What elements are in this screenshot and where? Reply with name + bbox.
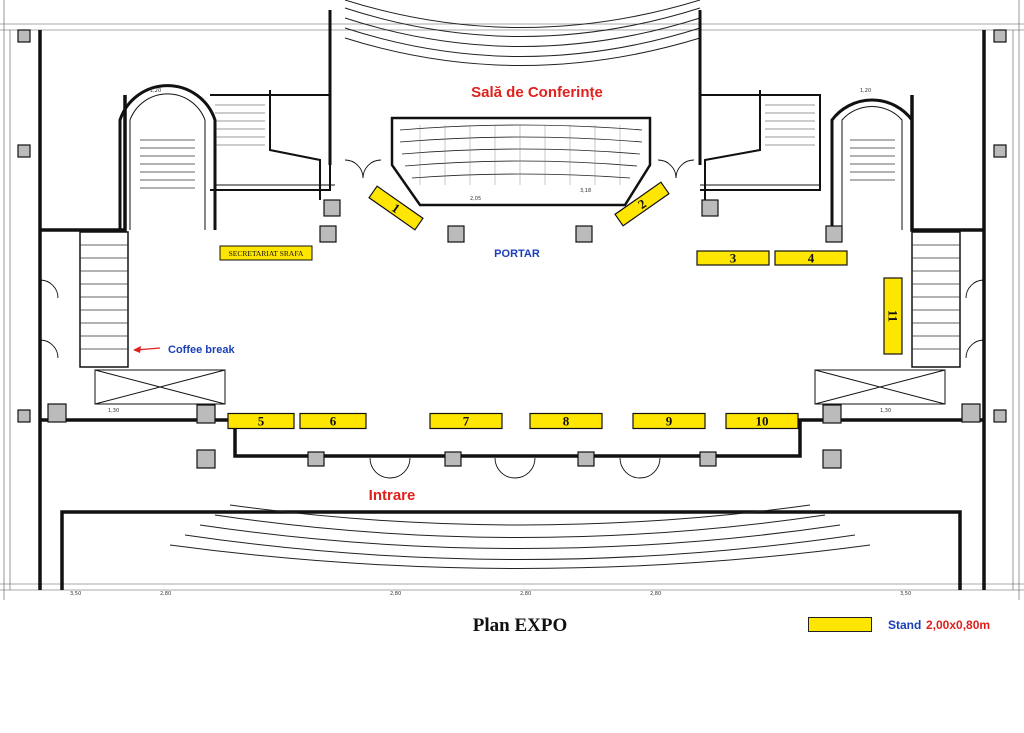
stand-10: 10	[725, 412, 799, 430]
stand-box	[632, 412, 706, 430]
svg-text:1,30: 1,30	[108, 408, 119, 414]
secretariat-label: SECRETARIAT SRAFA	[229, 249, 304, 258]
hall-side-walls	[328, 10, 702, 165]
plan-caption: Plan EXPO	[472, 615, 568, 636]
left-stair-tower	[118, 84, 217, 230]
svg-text:2,05: 2,05	[470, 196, 481, 202]
stand-7: 7	[429, 412, 503, 430]
left-stair-treads	[140, 139, 195, 189]
stand-box	[429, 412, 503, 430]
conference-hall-label: Sală de Conferințe	[471, 84, 603, 101]
stand-label: 4	[808, 251, 815, 266]
outer-walls	[38, 30, 986, 590]
stand-box	[883, 277, 903, 355]
stand-box	[529, 412, 603, 430]
dimension-lines	[0, 0, 1024, 600]
stand-11: 11	[883, 277, 903, 355]
right-stair-tower	[830, 98, 914, 230]
svg-text:1,20: 1,20	[150, 88, 161, 94]
door-swings	[39, 159, 985, 479]
stand-label: 3	[730, 251, 737, 266]
svg-text:3,18: 3,18	[580, 188, 591, 194]
svg-text:2,80: 2,80	[390, 591, 401, 597]
stand-4: 4	[774, 250, 848, 266]
conference-hall-block	[390, 116, 652, 207]
legend-word: Stand	[888, 618, 922, 632]
stand-box	[696, 250, 770, 266]
stand-label: 5	[258, 414, 265, 429]
stand-label: 10	[756, 414, 769, 429]
stand-box	[299, 412, 367, 430]
stand-box	[725, 412, 799, 430]
svg-text:2,80: 2,80	[160, 591, 171, 597]
svg-text:3,50: 3,50	[900, 591, 911, 597]
stand-6: 6	[299, 412, 367, 430]
top-auditorium-arcs	[344, 0, 701, 66]
right-stair-treads	[850, 139, 895, 181]
stand-box	[368, 185, 424, 231]
stand-3: 3	[696, 250, 770, 266]
coffee-break-arrow	[133, 346, 161, 353]
stand-9: 9	[632, 412, 706, 430]
svg-text:1,30: 1,30	[880, 408, 891, 414]
dimension-text: 1,20 1,20 1,30 1,30 2,05 3,18 3,50 2,80 …	[70, 88, 911, 597]
stand-label: 7	[463, 414, 470, 429]
legend-swatch	[808, 617, 872, 632]
pillars	[17, 29, 1007, 469]
stand-1: 1	[368, 185, 424, 231]
stand-5: 5	[227, 412, 295, 430]
interior-treads	[215, 104, 815, 146]
legend-size: 2,00x0,80m	[926, 618, 991, 632]
entrance-label: Intrare	[369, 487, 416, 504]
porter-label: PORTAR	[494, 248, 540, 260]
svg-text:1,20: 1,20	[860, 88, 871, 94]
floor-plan: 1,20 1,20 1,30 1,30 2,05 3,18 3,50 2,80 …	[0, 0, 1024, 600]
stand-box	[614, 181, 670, 227]
stand-box	[227, 412, 295, 430]
stands: 1 2 3 4 5 6 7 8 9 10 11	[227, 181, 903, 430]
lower-ramps	[94, 369, 946, 405]
svg-text:2,80: 2,80	[520, 591, 531, 597]
side-stairs	[79, 231, 961, 368]
stand-8: 8	[529, 412, 603, 430]
svg-text:2,80: 2,80	[650, 591, 661, 597]
stand-2: 2	[614, 181, 670, 227]
stand-box	[774, 250, 848, 266]
stand-label: 11	[886, 310, 901, 322]
stand-label: 8	[563, 414, 570, 429]
stand-label: 9	[666, 414, 673, 429]
stand-label: 6	[330, 414, 337, 429]
secretariat-stand: SECRETARIAT SRAFA	[219, 245, 313, 261]
svg-text:3,50: 3,50	[70, 591, 81, 597]
coffee-break-label: Coffee break	[168, 344, 236, 356]
entrance-steps	[169, 504, 871, 569]
